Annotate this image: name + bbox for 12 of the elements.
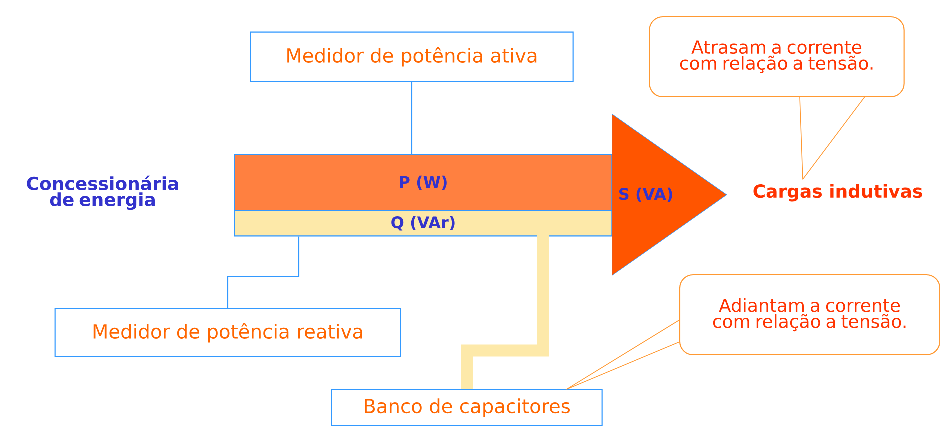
utility-label: Concessionária de energia (27, 176, 178, 210)
load-label: Cargas indutivas (754, 184, 922, 202)
meter-box: Medidor de potência ativa (250, 32, 574, 82)
speech-bubble: Adiantam a corrente com relação a tensão. (679, 274, 940, 356)
speech-bubble: Atrasam a corrente com relação a tensão. (649, 16, 905, 98)
bubble-tail (800, 96, 866, 180)
leader-line (411, 82, 413, 154)
power-band: P (W) (234, 154, 613, 212)
connector-line (227, 236, 300, 308)
capacitor-bank-box: Banco de capacitores (331, 389, 603, 427)
meter-box: Medidor de potência reativa (54, 308, 402, 358)
power-band: Q (VAr) (234, 210, 613, 237)
